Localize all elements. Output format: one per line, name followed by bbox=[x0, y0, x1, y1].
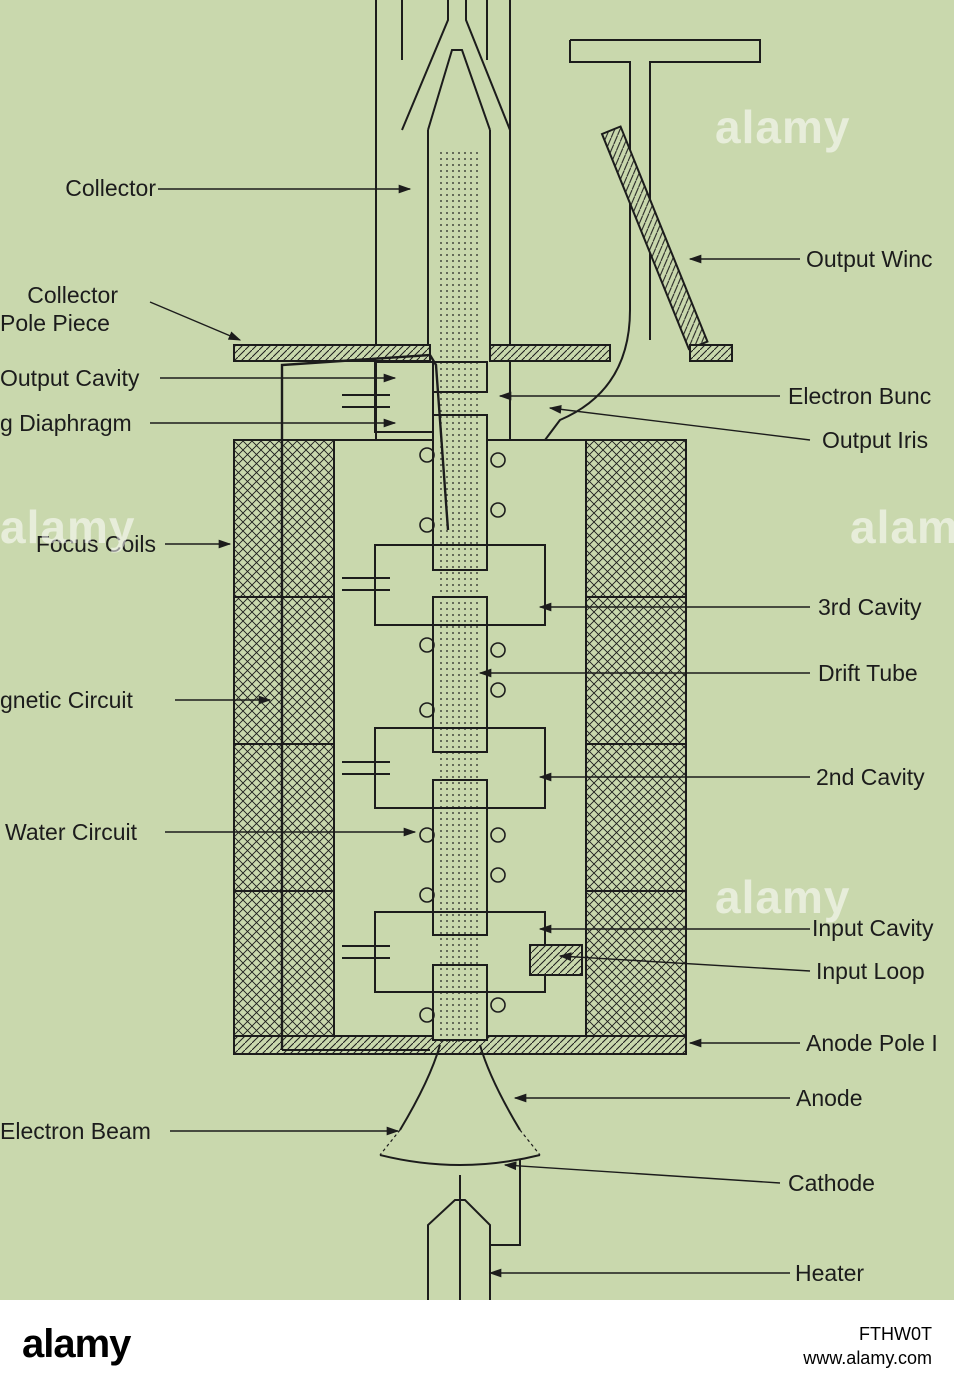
label-anode-pole: Anode Pole I bbox=[806, 1030, 938, 1056]
image-id-block: FTHW0T www.alamy.com bbox=[803, 1322, 932, 1371]
label-output-iris: Output Iris bbox=[822, 427, 929, 453]
watermark-bottom: alamy bbox=[715, 871, 851, 923]
water-circuit bbox=[280, 353, 450, 1050]
heater bbox=[427, 1160, 521, 1300]
anode bbox=[399, 1044, 521, 1131]
label-electron-bunch: Electron Bunc bbox=[788, 383, 932, 409]
label-water-circuit: Water Circuit bbox=[5, 819, 138, 845]
label-electron-beam: Electron Beam bbox=[0, 1118, 151, 1144]
watermark-left: alamy bbox=[0, 501, 136, 553]
label-anode: Anode bbox=[796, 1085, 863, 1111]
label-input-loop: Input Loop bbox=[816, 958, 925, 984]
left-coil-1 bbox=[233, 439, 335, 598]
output-cavity bbox=[374, 361, 434, 433]
site-url: www.alamy.com bbox=[803, 1348, 932, 1369]
collector-body bbox=[375, 0, 511, 440]
footer-bar: alamy FTHW0T www.alamy.com bbox=[0, 1300, 954, 1390]
input-loop bbox=[529, 944, 583, 976]
collector-cone bbox=[427, 49, 491, 345]
label-heater: Heater bbox=[795, 1260, 865, 1286]
label-second-cavity: 2nd Cavity bbox=[816, 764, 925, 790]
diagram-drawing bbox=[149, 0, 811, 1300]
output-waveguide bbox=[544, 39, 761, 441]
label-magnetic-circuit: gnetic Circuit bbox=[0, 687, 133, 713]
watermark-top: alamy bbox=[715, 101, 851, 153]
label-drift-tube: Drift Tube bbox=[818, 660, 918, 686]
label-third-cavity: 3rd Cavity bbox=[818, 594, 922, 620]
watermark-right: alamy bbox=[850, 501, 954, 553]
label-diaphragm: g Diaphragm bbox=[0, 410, 132, 436]
label-focus-coils: Focus Coils bbox=[35, 531, 156, 557]
label-cathode: Cathode bbox=[788, 1170, 875, 1196]
right-coil-1 bbox=[585, 439, 687, 598]
label-collector: Collector bbox=[65, 175, 156, 201]
label-input-cavity: Input Cavity bbox=[812, 915, 934, 941]
klystron-diagram: Collector Collector Pole Piece Output Ca… bbox=[0, 0, 954, 1300]
label-output-cavity: Output Cavity bbox=[0, 365, 140, 391]
label-output-window: Output Winc bbox=[806, 246, 933, 272]
label-collector-pole-piece-line1: Collector bbox=[27, 282, 118, 308]
collector-pole-piece bbox=[233, 344, 431, 362]
alamy-logo: alamy bbox=[22, 1322, 131, 1366]
cathode bbox=[379, 1154, 541, 1166]
label-collector-pole-piece-line2: Pole Piece bbox=[0, 310, 110, 336]
image-id: FTHW0T bbox=[859, 1324, 932, 1344]
